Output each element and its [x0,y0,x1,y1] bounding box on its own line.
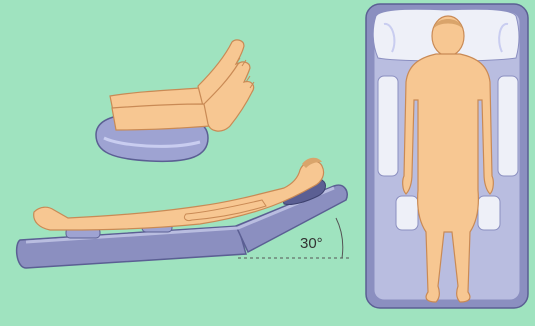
top-view-patient-lying-on-mattress [366,4,528,308]
left-hip-pad [396,196,418,230]
lower-leg-right [112,104,210,130]
right-hip-pad [478,196,500,230]
right-arm-pad [498,76,518,176]
angle-label: 30° [300,235,323,252]
left-arm-pad [378,76,398,176]
